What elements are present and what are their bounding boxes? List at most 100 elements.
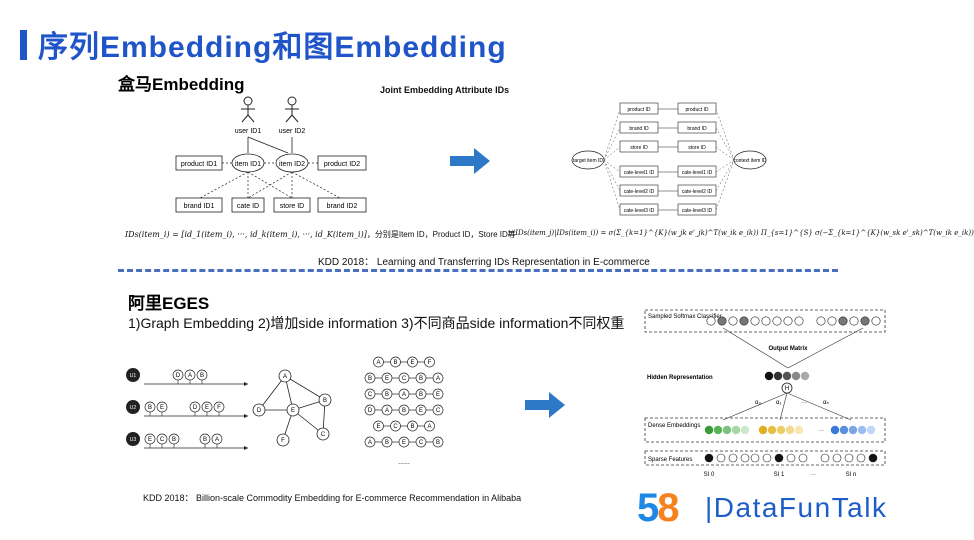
- timeline-arrow-icon: [244, 446, 248, 450]
- seq-item-label: C: [160, 437, 165, 443]
- joint-embedding-title: Joint Embedding Attribute IDs: [380, 85, 510, 95]
- softmax-node: [860, 316, 870, 326]
- dense-node: [776, 425, 786, 435]
- timeline-arrow-icon: [244, 382, 248, 386]
- target-edge: [603, 159, 621, 192]
- softmax-node: [816, 316, 826, 326]
- walk-node-label: B: [419, 392, 423, 398]
- walk-node-label: A: [427, 424, 431, 430]
- context-edge: [715, 127, 735, 161]
- walk-node-label: C: [436, 408, 441, 414]
- softmax-box: [644, 309, 886, 333]
- sparse-node: [820, 453, 830, 463]
- dense-node: [866, 425, 876, 435]
- walk-node-label: E: [385, 376, 389, 382]
- walk-node-label: B: [368, 376, 372, 382]
- graph-node: [252, 403, 266, 417]
- si0-label: SI 0: [704, 472, 715, 478]
- walk-node: [432, 388, 444, 400]
- hidden-node: [782, 371, 792, 381]
- target-edge: [603, 159, 621, 211]
- logo-digit-5: 5: [637, 486, 659, 530]
- seq-item-label: D: [193, 405, 198, 411]
- walk-node-label: C: [393, 424, 398, 430]
- right-attr-box: [677, 184, 717, 197]
- walk-node: [432, 372, 444, 384]
- ids-formula-note: ，分别是Item ID，Product ID，Store ID等: [366, 230, 516, 239]
- brand-id1-box: [175, 197, 223, 213]
- softmax-node: [750, 316, 760, 326]
- walk-node-label: E: [436, 392, 440, 398]
- softmax-node: [794, 316, 804, 326]
- seq-item-node: [213, 401, 225, 413]
- softmax-node: [772, 316, 782, 326]
- right-attr-label: cate-level2 ID: [682, 189, 713, 195]
- right-attr-label: cate-level1 ID: [682, 170, 713, 176]
- graph-node-label: C: [321, 432, 326, 438]
- hidden-node: [764, 371, 774, 381]
- graph-node: [316, 427, 330, 441]
- softmax-node: [871, 316, 881, 326]
- context-edge: [715, 108, 735, 161]
- user-label: U3: [130, 437, 137, 443]
- graph-node: [278, 369, 292, 383]
- left-attr-box: [619, 121, 659, 134]
- walk-node-label: F: [428, 360, 432, 366]
- walk-node-label: A: [385, 408, 389, 414]
- right-attr-label: product ID: [685, 107, 708, 113]
- right-attr-label: store ID: [688, 145, 706, 151]
- context-edge: [715, 159, 735, 192]
- seq-item-label: B: [148, 405, 152, 411]
- seq-item-label: A: [215, 437, 219, 443]
- walk-node-label: B: [385, 392, 389, 398]
- seq-item-label: F: [217, 405, 221, 411]
- user1-figure-icon: [241, 96, 255, 123]
- hema-heading: 盒马Embedding: [118, 75, 245, 94]
- softmax-node: [849, 316, 859, 326]
- left-attr-box: [619, 102, 659, 115]
- hidden-node: [773, 371, 783, 381]
- joint-embedding-diagram: target item ID context item ID product I…: [571, 102, 767, 216]
- user-head-icon: [126, 432, 140, 446]
- graph-node-label: F: [281, 438, 285, 444]
- walk-node-label: B: [436, 440, 440, 446]
- title-accent-bar: [20, 30, 27, 60]
- user1-label: user ID1: [235, 128, 262, 135]
- dense-node: [758, 425, 768, 435]
- left-attr-box: [619, 140, 659, 153]
- dense-node: [839, 425, 849, 435]
- right-attr-label: brand ID: [687, 126, 707, 132]
- store-id-box: [273, 197, 311, 213]
- left-attr-label: product ID: [627, 107, 650, 113]
- target-item-label: target item ID: [573, 158, 603, 164]
- target-edge: [603, 159, 621, 173]
- sparse-node: [844, 453, 854, 463]
- walk-node: [424, 356, 435, 368]
- softmax-node: [706, 316, 716, 326]
- sparse-node: [832, 453, 842, 463]
- eges-heading: 阿里EGES: [128, 294, 210, 313]
- sparse-node: [856, 453, 866, 463]
- seq-item-label: A: [188, 373, 192, 379]
- seq-item-node: [156, 401, 168, 413]
- brand-id2-label: brand ID2: [327, 203, 358, 210]
- sparse-node: [704, 453, 714, 463]
- dense-label: Dense Embeddings: [648, 423, 700, 429]
- user-label: U2: [130, 405, 137, 411]
- hidden-representation-label: Hidden Representation: [647, 375, 713, 381]
- right-attr-box: [677, 140, 717, 153]
- alphan: αₙ: [823, 400, 829, 406]
- alpha0: α₀: [755, 400, 761, 406]
- sparse-node: [762, 453, 772, 463]
- sparse-node: [750, 453, 760, 463]
- sparse-node: [774, 453, 784, 463]
- seq-item-label: E: [205, 405, 209, 411]
- walks-ellipsis: ......: [398, 459, 410, 466]
- dense-embeddings-box: [644, 417, 886, 443]
- user-head-icon: [126, 400, 140, 414]
- softmax-node: [761, 316, 771, 326]
- sparse-node: [786, 453, 796, 463]
- seq-item-node: [199, 433, 211, 445]
